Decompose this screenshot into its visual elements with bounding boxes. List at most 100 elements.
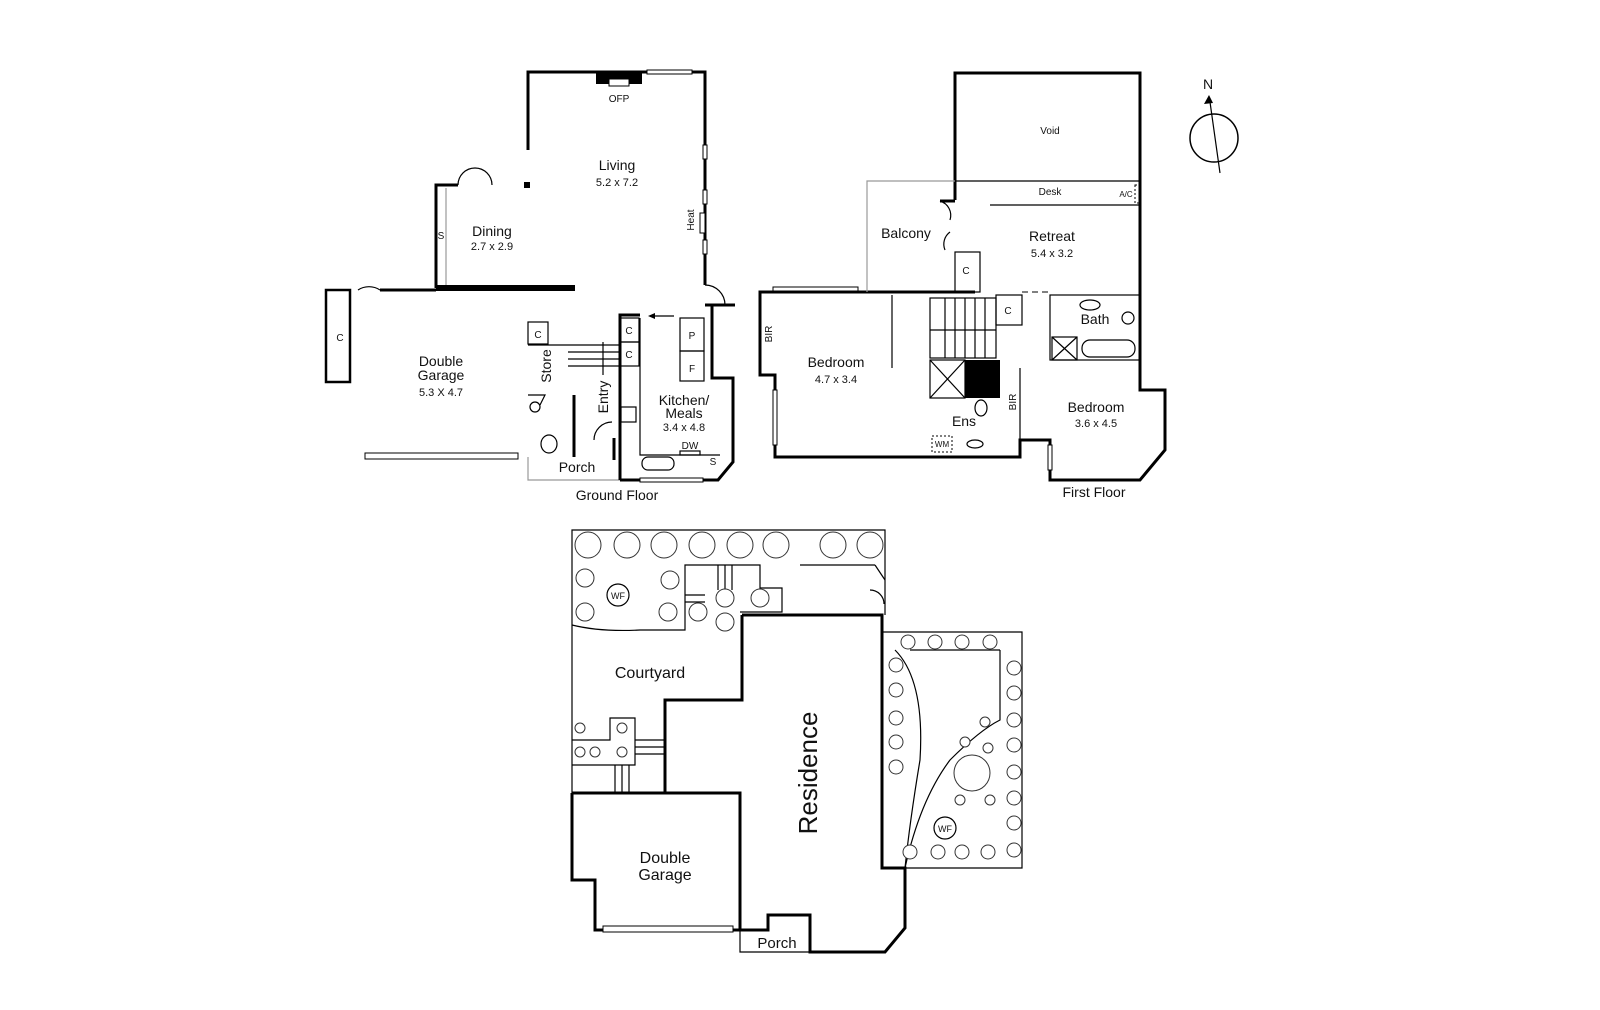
- store-label: Store: [538, 349, 554, 383]
- first-floor-title: First Floor: [1063, 484, 1126, 500]
- kitchen-label: Meals: [665, 405, 702, 421]
- site-plan: WF WF Courtyard Residence Double Garage …: [570, 529, 1023, 954]
- tree-icon: [959, 736, 971, 748]
- tree-icon: [715, 612, 735, 632]
- living-label: Living: [599, 157, 636, 173]
- garage-door-swing: [357, 286, 381, 291]
- shelf-label: S: [710, 457, 717, 468]
- tree-icon: [1006, 764, 1022, 780]
- bir-label: BIR: [1008, 394, 1019, 411]
- tree-icon: [888, 759, 904, 775]
- tree-icon: [1006, 712, 1022, 728]
- tree-icon: [726, 531, 754, 559]
- bir-label: BIR: [764, 326, 775, 343]
- bedroom-size: 4.7 x 3.4: [815, 374, 857, 386]
- tree-icon: [930, 844, 946, 860]
- tree-icon: [1006, 660, 1022, 676]
- tree-icon: [688, 602, 708, 622]
- void-label: Void: [1040, 126, 1059, 137]
- tree-icon: [613, 531, 641, 559]
- window: [646, 69, 693, 75]
- retreat-size: 5.4 x 3.2: [1031, 248, 1073, 260]
- tree-icon: [660, 570, 680, 590]
- bedroom-size: 3.6 x 4.5: [1075, 418, 1117, 430]
- window: [702, 189, 708, 205]
- tree-icon: [954, 844, 970, 860]
- cupboard-label: C: [625, 326, 632, 337]
- cupboard-label: C: [625, 350, 632, 361]
- tree-icon: [982, 634, 998, 650]
- trees: [574, 531, 1022, 860]
- tree-icon: [954, 794, 966, 806]
- tree-icon: [1006, 737, 1022, 753]
- water-feature-icon: [933, 816, 957, 840]
- tree-icon: [819, 531, 847, 559]
- tree-icon: [1006, 790, 1022, 806]
- tree-icon: [650, 531, 678, 559]
- basin-icon: [966, 439, 984, 449]
- washing-machine: [931, 435, 953, 453]
- fridge-space: [679, 350, 705, 382]
- tree-icon: [1006, 842, 1022, 858]
- tree-icon: [688, 531, 716, 559]
- window: [772, 389, 778, 446]
- garage-size: 5.3 X 4.7: [419, 387, 463, 399]
- cupboard-label: C: [1004, 306, 1011, 317]
- ofp-label: OFP: [609, 94, 630, 105]
- tree-icon: [888, 682, 904, 698]
- dining-label: Dining: [472, 223, 512, 239]
- tree-icon: [750, 588, 770, 608]
- cupboard: [619, 341, 640, 367]
- tree-icon: [616, 746, 628, 758]
- tree-icon: [856, 531, 884, 559]
- kitchen-label: Kitchen/: [659, 392, 710, 408]
- cupboard-label: C: [336, 333, 343, 344]
- tree-icon: [888, 657, 904, 673]
- dishwasher-label: DW: [682, 441, 699, 452]
- tree-icon: [1006, 815, 1022, 831]
- residence-label: Residence: [793, 712, 823, 835]
- desk-label: Desk: [1039, 187, 1063, 198]
- tree-icon: [979, 716, 991, 728]
- dining-size: 2.7 x 2.9: [471, 241, 513, 253]
- garden-bed: [571, 564, 783, 632]
- tree-icon: [575, 568, 595, 588]
- tree-icon: [616, 722, 628, 734]
- balcony-label: Balcony: [881, 225, 931, 241]
- garage-label: Garage: [418, 367, 465, 383]
- bedroom-label: Bedroom: [808, 354, 865, 370]
- tree-icon: [900, 634, 916, 650]
- pantry-label: P: [689, 331, 696, 342]
- ac-label: A/C: [1119, 190, 1133, 199]
- ground-floor-plan: OFP Living 5.2 x 7.2 Heat Dining 2.7 x 2…: [324, 69, 735, 503]
- tree-icon: [574, 746, 586, 758]
- north-label: N: [1203, 76, 1213, 92]
- tree-icon: [575, 602, 595, 622]
- toilet-icon: [540, 434, 558, 454]
- ensuite-label: Ens: [952, 413, 976, 429]
- cooktop-icon: [620, 406, 637, 423]
- garage-door: [364, 452, 519, 460]
- tree-icon: [927, 634, 943, 650]
- tree-icon: [954, 634, 970, 650]
- basin-icon: [529, 401, 541, 413]
- living-size: 5.2 x 7.2: [596, 177, 638, 189]
- window: [639, 477, 704, 483]
- window: [702, 144, 708, 160]
- door-swing: [704, 284, 726, 306]
- tree-icon: [888, 734, 904, 750]
- sink-icon: [641, 456, 675, 471]
- water-feature-icon: [606, 583, 630, 607]
- water-feature-label: WF: [611, 591, 625, 601]
- garage-outline: [570, 791, 742, 932]
- fireplace: [596, 72, 642, 84]
- kitchen-size: 3.4 x 4.8: [663, 422, 705, 434]
- window: [702, 239, 708, 255]
- tree-icon: [888, 710, 904, 726]
- tree-icon: [1006, 685, 1022, 701]
- bathroom: [1049, 294, 1141, 361]
- window: [772, 286, 859, 292]
- retreat-label: Retreat: [1029, 228, 1075, 244]
- tree-icon: [715, 588, 735, 608]
